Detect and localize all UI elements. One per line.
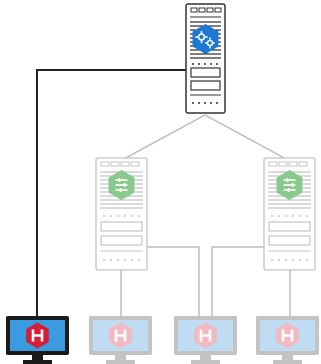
link-master-to-right-server: [204, 114, 289, 161]
master-server: [185, 3, 226, 114]
link-left-server-to-client-3: [146, 246, 200, 316]
middleware-icon: [108, 170, 135, 200]
app-server-left: [95, 157, 148, 271]
app-h-icon: [276, 322, 299, 349]
links: [36, 69, 291, 316]
link-master-to-left-server: [121, 114, 206, 161]
client-monitor-2: [89, 316, 152, 364]
link-master-to-client-1: [36, 69, 186, 316]
middleware-icon: [276, 170, 303, 200]
app-h-icon: [194, 322, 217, 349]
app-h-icon: [109, 322, 132, 349]
client-monitor-1: [6, 316, 69, 364]
gear-icon: [192, 24, 219, 54]
app-server-right: [263, 157, 316, 271]
client-monitor-4: [256, 316, 319, 364]
client-monitor-3: [174, 316, 237, 364]
app-h-icon: [26, 322, 49, 349]
link-right-server-to-client-3: [211, 246, 264, 316]
